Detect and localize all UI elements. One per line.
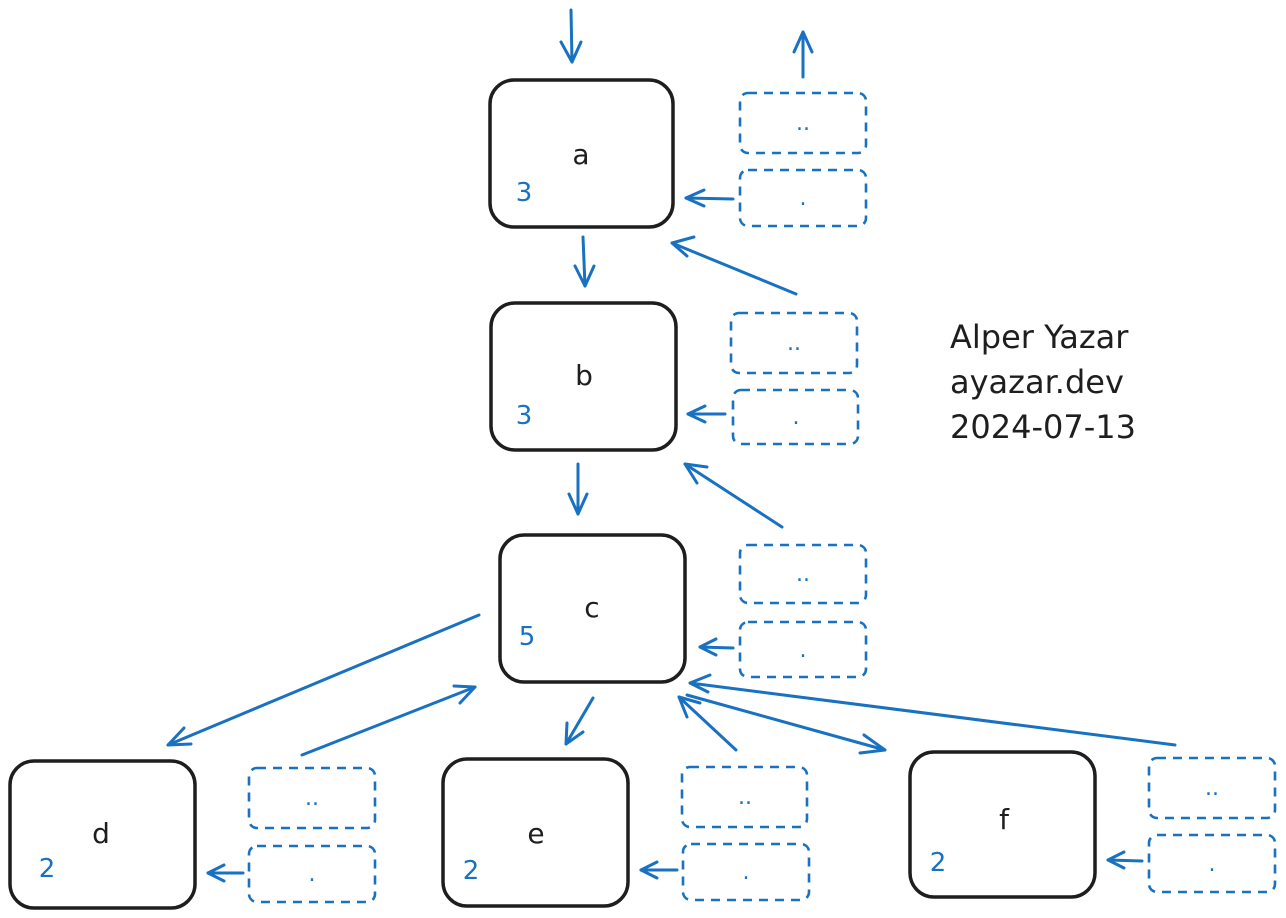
node-f-box (908, 750, 1097, 899)
node-d-box (8, 759, 197, 910)
node-a-label: a (572, 138, 589, 171)
arrow-into-a (559, 8, 583, 64)
node-b-label: b (575, 359, 593, 392)
node-c-entries: .. . (738, 543, 868, 679)
node-a-parent-entry (738, 91, 868, 155)
arrow-c-to-d (166, 613, 481, 747)
node-b-self-entry (731, 388, 860, 446)
node-e-parent-entry-label: .. (738, 785, 752, 810)
node-d-entries: .. . (247, 766, 377, 904)
arrow-d-parent-to-c (300, 684, 477, 757)
arrow-a-self (684, 188, 735, 208)
node-b-link-count: 3 (516, 401, 533, 431)
arrow-d-self (206, 863, 245, 883)
arrow-f-parent-to-c (688, 673, 1177, 747)
node-d-parent-entry-label: .. (305, 786, 319, 811)
node-a-self-entry (738, 168, 868, 228)
node-f: f 2 (908, 750, 1097, 899)
node-d-parent-entry (247, 766, 377, 830)
node-f-label: f (999, 803, 1010, 836)
node-c-label: c (584, 591, 599, 624)
node-f-parent-entry (1147, 756, 1277, 820)
arrow-a-parent-up (792, 30, 814, 79)
node-e-entries: .. . (680, 765, 811, 902)
node-d-label: d (92, 817, 110, 850)
node-f-link-count: 2 (930, 848, 947, 878)
node-e-label: e (527, 817, 544, 850)
node-c-self-entry-label: . (800, 638, 807, 663)
node-b-box (489, 301, 678, 452)
arrow-b-parent-to-a (670, 235, 798, 296)
node-d: d 2 (8, 759, 197, 910)
node-e-box (441, 757, 630, 908)
arrow-b-self (686, 404, 727, 424)
node-c: c 5 (498, 533, 687, 684)
node-b-parent-entry (729, 311, 859, 375)
node-f-self-entry-label: . (1209, 852, 1216, 877)
node-d-link-count: 2 (39, 854, 56, 884)
node-e: e 2 (441, 757, 630, 908)
node-e-parent-entry (680, 765, 809, 829)
node-b-self-entry-label: . (793, 405, 800, 430)
node-c-link-count: 5 (519, 622, 536, 652)
node-b-parent-entry-label: .. (787, 331, 801, 356)
arrow-e-self (639, 860, 679, 880)
credit-block: Alper Yazar ayazar.dev 2024-07-13 (950, 318, 1136, 446)
node-d-self-entry (247, 844, 377, 904)
node-c-parent-entry-label: .. (796, 562, 810, 587)
arrow-c-to-e (564, 696, 595, 746)
node-f-parent-entry-label: .. (1205, 776, 1219, 801)
arrows (166, 8, 1177, 883)
node-e-self-entry (681, 842, 811, 902)
arrow-f-self (1106, 850, 1144, 870)
arrow-c-to-f (685, 693, 887, 755)
arrow-b-to-c (567, 462, 589, 516)
arrow-c-parent-to-b (683, 462, 784, 529)
node-b: b 3 (489, 301, 678, 452)
node-c-box (498, 533, 687, 684)
node-a: a 3 (488, 78, 675, 229)
arrow-c-self (698, 637, 735, 657)
credit-date: 2024-07-13 (950, 408, 1136, 446)
node-a-box (488, 78, 675, 229)
node-c-self-entry (738, 620, 868, 679)
node-a-entries: .. . (738, 91, 868, 228)
node-b-entries: .. . (729, 311, 860, 446)
node-e-link-count: 2 (463, 856, 480, 886)
node-e-self-entry-label: . (743, 860, 750, 885)
arrow-a-to-b (573, 235, 596, 288)
node-f-entries: .. . (1147, 756, 1277, 894)
credit-site: ayazar.dev (950, 363, 1124, 401)
node-a-link-count: 3 (516, 178, 533, 208)
node-a-parent-entry-label: .. (796, 111, 810, 136)
node-f-self-entry (1147, 833, 1277, 894)
credit-author: Alper Yazar (950, 318, 1129, 356)
node-d-self-entry-label: . (309, 862, 316, 887)
arrow-e-parent-to-c (677, 695, 738, 752)
node-c-parent-entry (738, 543, 868, 605)
node-a-self-entry-label: . (800, 186, 807, 211)
